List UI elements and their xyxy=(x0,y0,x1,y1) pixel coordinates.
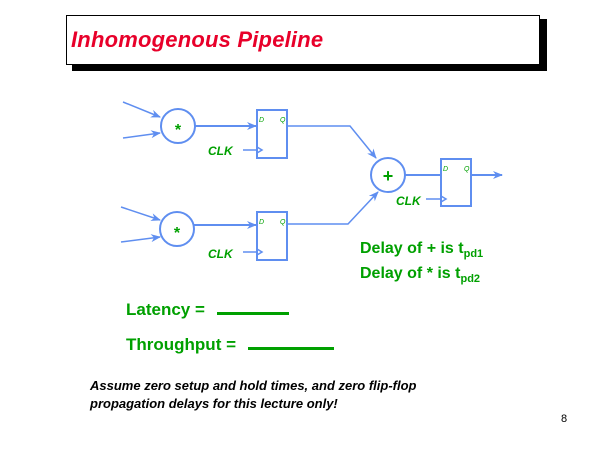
register-bottom xyxy=(256,211,288,261)
register-output-q-pin: Q xyxy=(464,166,470,173)
delay-mult-subscript: pd2 xyxy=(460,273,481,285)
throughput-row: Throughput = xyxy=(126,333,335,355)
reg-top-to-adder xyxy=(287,125,377,159)
register-top-q-pin: Q xyxy=(280,117,286,124)
clk-output-label: CLK xyxy=(396,194,422,208)
title-box: Inhomogenous Pipeline xyxy=(66,15,540,65)
register-top-clock-triangle xyxy=(256,146,264,154)
assumption-note: Assume zero setup and hold times, and ze… xyxy=(90,377,416,413)
delay-add-text: Delay of + is tpd1 xyxy=(360,240,483,260)
throughput-blank xyxy=(248,333,335,350)
mult-bottom-input-a xyxy=(120,206,161,221)
slide-title: Inhomogenous Pipeline xyxy=(71,27,324,52)
mult-top-input-a xyxy=(122,101,161,118)
clk-top-label: CLK xyxy=(208,144,234,158)
register-bottom-d-pin: D xyxy=(259,219,264,226)
assumption-note-line1: Assume zero setup and hold times, and ze… xyxy=(90,378,417,393)
page-number: 8 xyxy=(561,413,568,425)
latency-row: Latency = xyxy=(126,298,289,320)
delay-add-subscript: pd1 xyxy=(463,248,484,260)
register-bottom-clock-triangle xyxy=(256,248,264,256)
register-top-d-pin: D xyxy=(259,117,264,124)
mult-top-symbol: * xyxy=(175,122,182,139)
latency-blank xyxy=(216,298,289,315)
mult-bottom-node xyxy=(159,211,195,247)
delay-mult-label: Delay of * is t xyxy=(360,265,461,282)
register-output-d-pin: D xyxy=(443,166,448,173)
register-top xyxy=(256,109,288,159)
adder-symbol: + xyxy=(383,166,394,186)
mult-bottom-symbol: * xyxy=(174,225,181,242)
assumption-note-line2: propagation delays for this lecture only… xyxy=(90,396,338,411)
mult-bottom-input-b xyxy=(120,234,161,243)
throughput-label: Throughput = xyxy=(126,335,237,354)
mult-top-input-b xyxy=(122,130,161,139)
clk-bottom-label: CLK xyxy=(208,247,234,261)
delay-mult-text: Delay of * is tpd2 xyxy=(360,265,480,285)
latency-label: Latency = xyxy=(126,300,205,319)
register-output xyxy=(440,158,472,207)
delay-add-label: Delay of + is t xyxy=(360,240,464,257)
register-output-clock-triangle xyxy=(440,195,448,203)
register-bottom-q-pin: Q xyxy=(280,219,286,226)
reg-bottom-to-adder xyxy=(287,191,379,225)
